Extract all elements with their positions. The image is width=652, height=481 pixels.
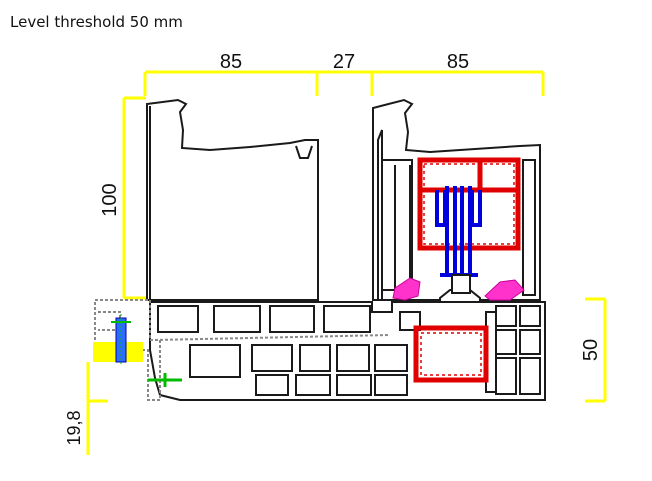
dimension-bottom-left-height: 19,8 [64, 410, 84, 445]
dimension-right-height: 50 [580, 339, 602, 361]
anchor-clip [148, 373, 182, 387]
dimension-left-height: 100 [99, 183, 121, 216]
steel-reinforcement-frame [413, 325, 489, 383]
dimension-top-right: 85 [447, 51, 469, 73]
fixing-screw [111, 314, 131, 366]
dimension-top-left: 85 [220, 51, 242, 73]
left-sash-profile [146, 98, 319, 301]
dimension-lines [86, 70, 607, 455]
gasket-seals [392, 277, 525, 301]
diagram-caption: Level threshold 50 mm [10, 13, 183, 31]
dimension-top-mid: 27 [333, 51, 355, 73]
